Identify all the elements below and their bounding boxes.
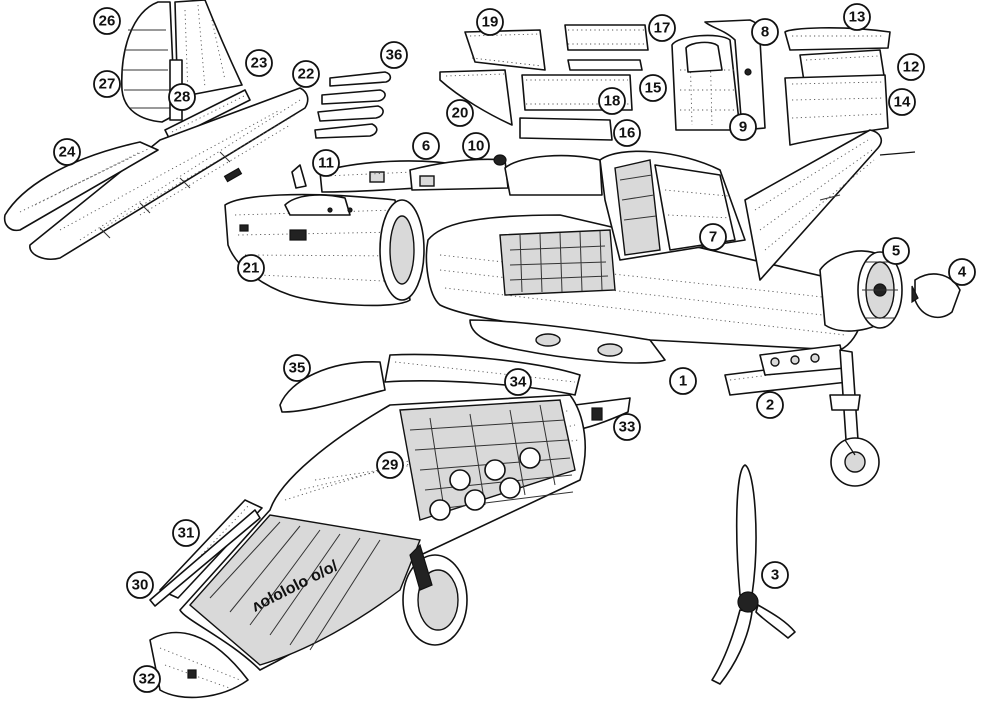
callout-30: 30 xyxy=(132,577,149,594)
callout-5: 5 xyxy=(892,243,900,260)
callout-17: 17 xyxy=(654,20,671,37)
callout-29: 29 xyxy=(382,457,399,474)
callout-20: 20 xyxy=(452,105,469,122)
cowling-panels xyxy=(439,19,891,146)
callout-9: 9 xyxy=(739,119,747,136)
panel-16 xyxy=(519,117,613,141)
callout-22: 22 xyxy=(298,66,315,83)
callout-1: 1 xyxy=(679,373,687,390)
callout-7: 7 xyxy=(709,229,717,246)
left-elevator xyxy=(3,141,159,232)
callout-34: 34 xyxy=(510,374,527,391)
nose-gear xyxy=(724,344,880,487)
rudder xyxy=(121,1,176,123)
callout-32: 32 xyxy=(139,671,156,688)
callout-36: 36 xyxy=(386,47,403,64)
callout-16: 16 xyxy=(619,125,636,142)
callout-15: 15 xyxy=(645,80,662,97)
callout-31: 31 xyxy=(178,525,195,542)
callout-19: 19 xyxy=(482,14,499,31)
callout-11: 11 xyxy=(318,155,334,172)
aileron-30 xyxy=(149,509,261,607)
panel-14 xyxy=(784,74,889,146)
callout-24: 24 xyxy=(59,144,76,161)
callout-18: 18 xyxy=(604,93,621,110)
panel-19 xyxy=(464,29,546,71)
callout-28: 28 xyxy=(174,89,191,106)
callout-4: 4 xyxy=(958,264,967,281)
callouts: 1 2 3 4 5 6 7 8 9 10 11 12 13 14 15 16 1 xyxy=(53,3,976,693)
wing-assembly: ʌolololo o/o/ xyxy=(149,353,631,699)
callout-33: 33 xyxy=(619,419,636,436)
callout-3: 3 xyxy=(771,567,779,584)
panel-13 xyxy=(784,27,891,51)
tail-assembly xyxy=(3,0,309,260)
callout-10: 10 xyxy=(468,138,485,155)
callout-14: 14 xyxy=(894,94,911,111)
vertical-fin xyxy=(174,0,243,111)
access-panels-36 xyxy=(314,71,392,139)
callout-8: 8 xyxy=(761,24,769,41)
callout-21: 21 xyxy=(243,260,260,277)
callout-26: 26 xyxy=(99,13,116,30)
wingtip-35 xyxy=(279,361,386,413)
callout-27: 27 xyxy=(99,76,116,93)
callout-2: 2 xyxy=(766,397,774,414)
spinner-4 xyxy=(911,273,961,319)
panel-17 xyxy=(564,24,649,51)
callout-12: 12 xyxy=(903,59,920,76)
wingtip-32 xyxy=(149,631,249,699)
callout-13: 13 xyxy=(849,9,866,26)
callout-23: 23 xyxy=(251,55,268,72)
callout-35: 35 xyxy=(289,360,306,377)
rear-fuselage xyxy=(224,193,425,307)
panel-20 xyxy=(439,69,513,126)
propeller-3 xyxy=(711,464,796,685)
right-horizontal-stabilizer xyxy=(29,87,309,260)
panel-15 xyxy=(567,59,643,71)
callout-6: 6 xyxy=(422,138,430,155)
leading-edge-34 xyxy=(384,353,581,396)
